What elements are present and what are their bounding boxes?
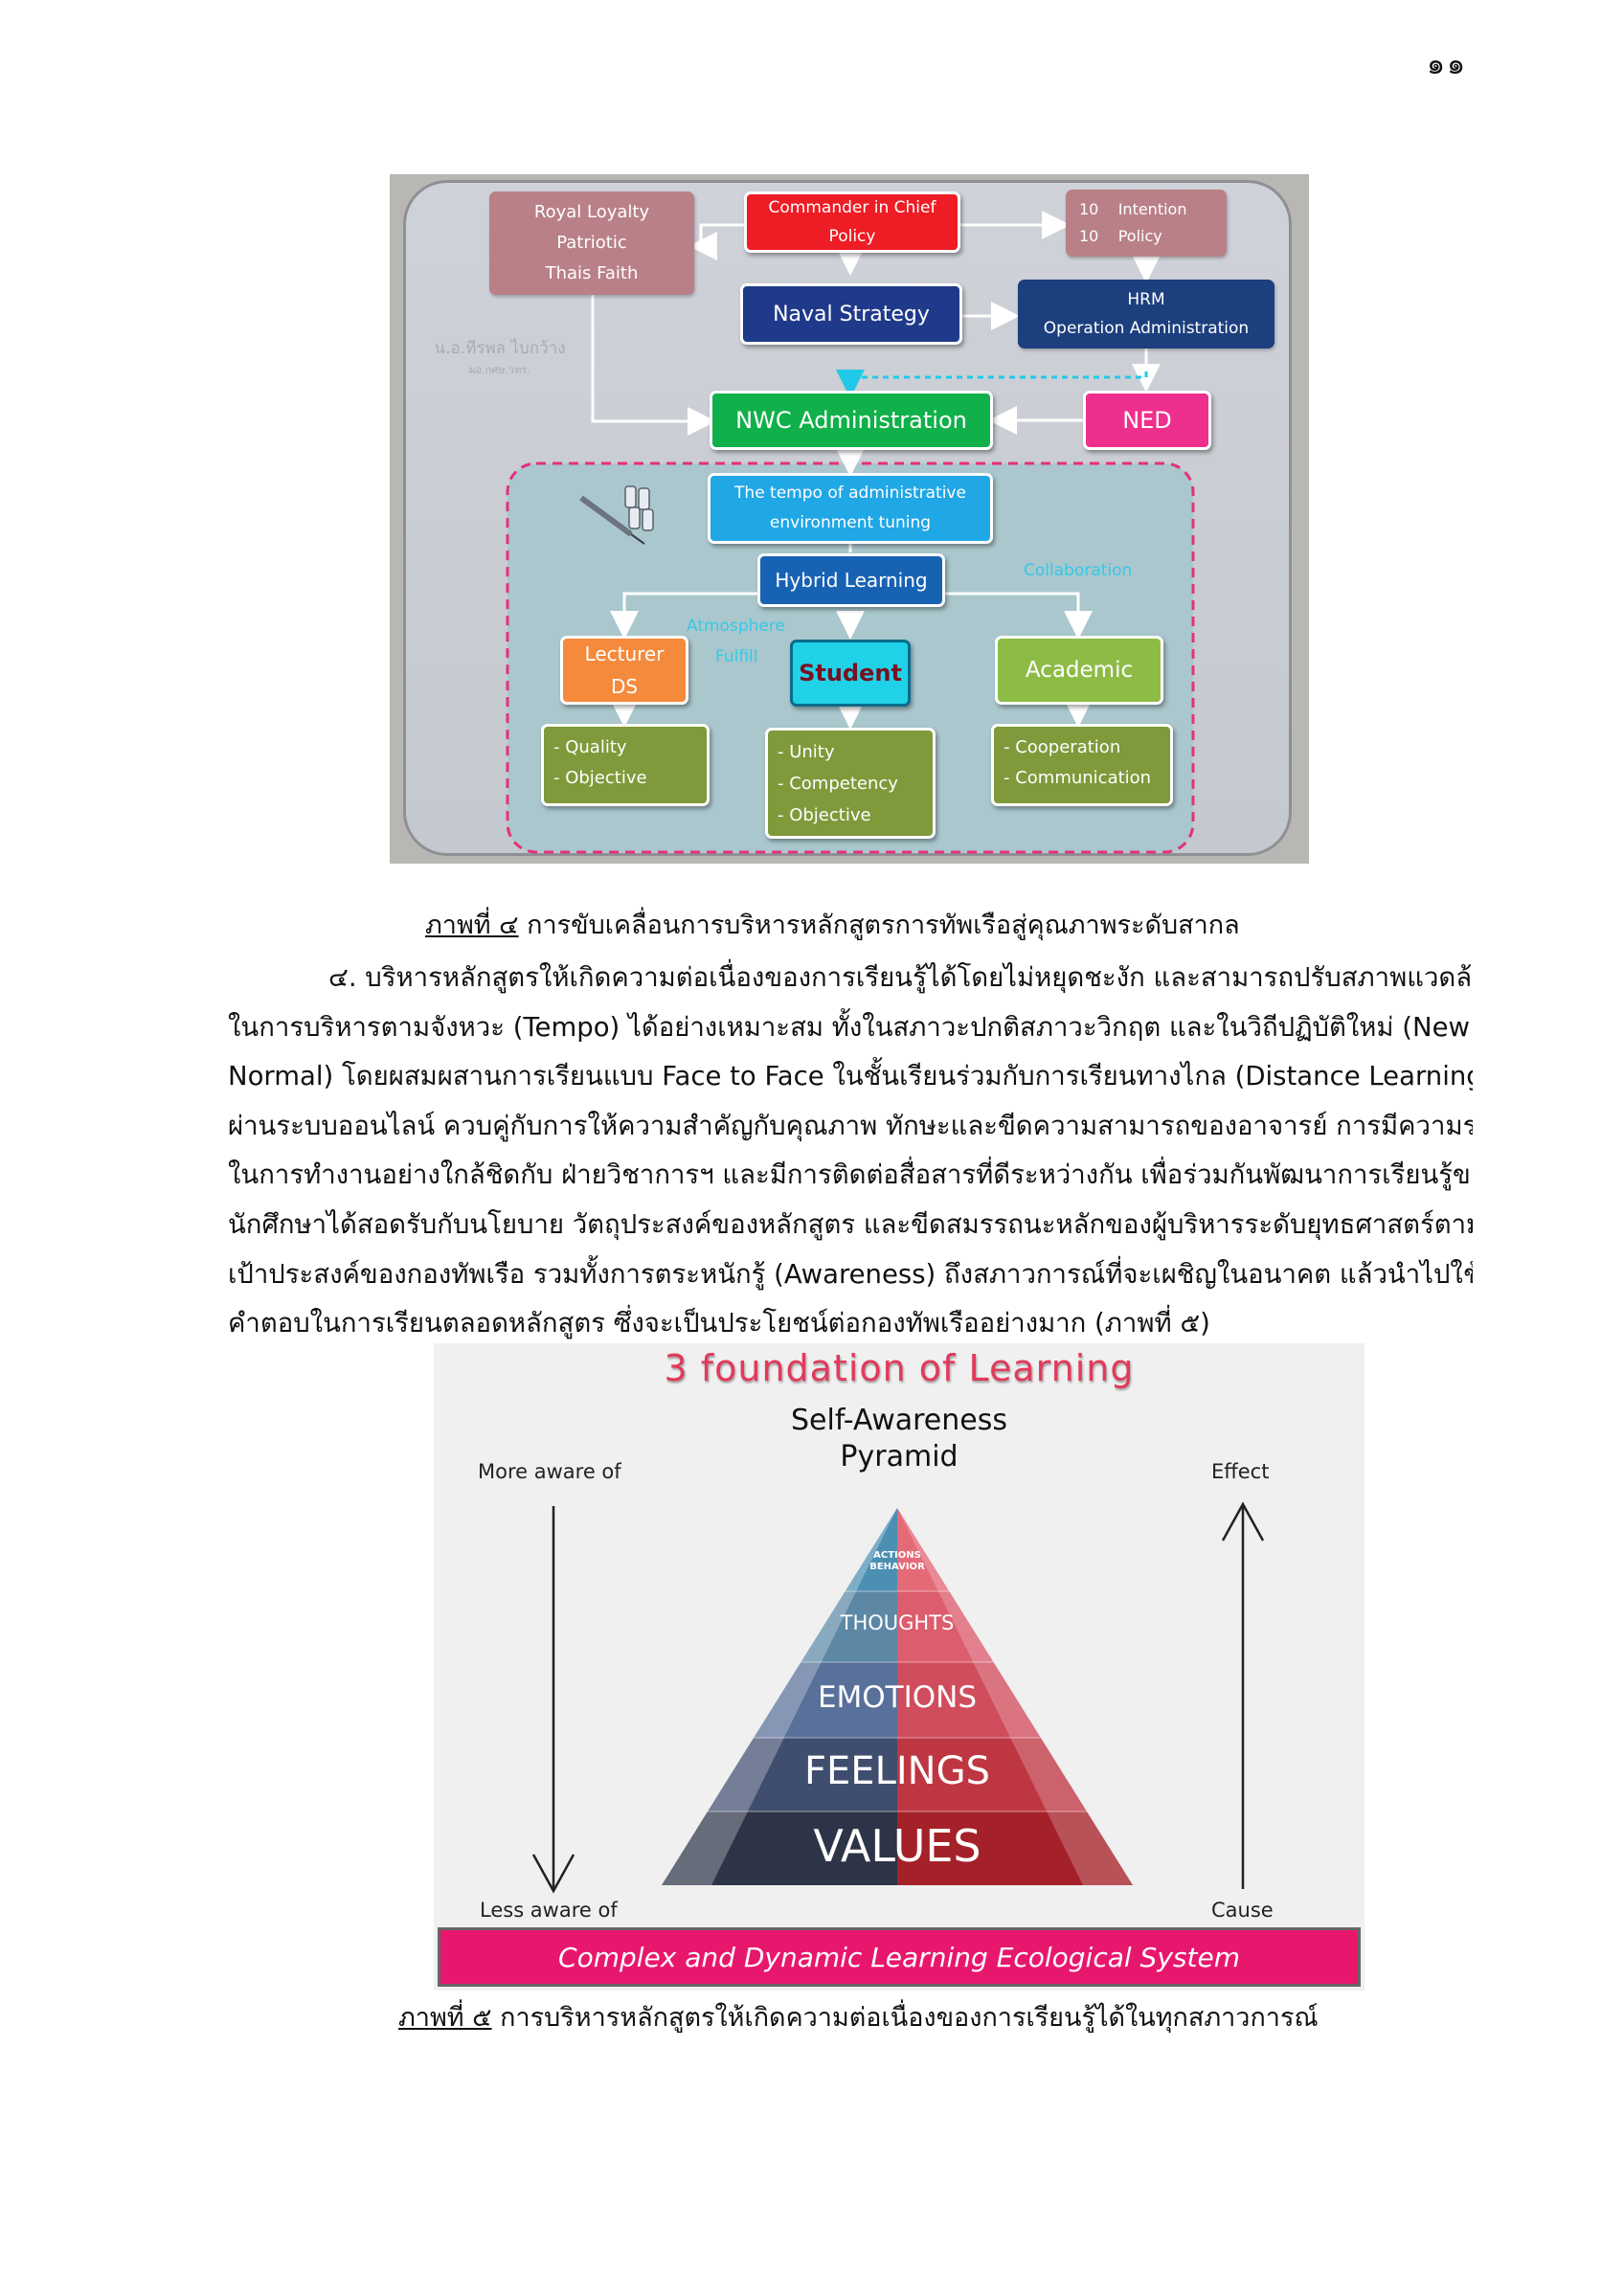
lecturer-list: - Quality - Objective [541,724,710,806]
policy-line: Policy [828,227,876,246]
royal-loyalty-box: Royal Loyalty Patriotic Thais Faith [489,191,694,295]
collaboration-label: Collaboration [1024,561,1133,580]
intention-line: 10 Intention [1079,200,1187,218]
feelings-level: FEELINGS [804,1749,990,1793]
self-awareness-label: Self-Awareness [790,1404,1007,1437]
environment-tuning-line: environment tuning [769,513,932,532]
body-paragraph: ๔. บริหารหลักสูตรให้เกิดความต่อเนื่องของ… [228,954,1473,1349]
learning-ecosystem-banner: Complex and Dynamic Learning Ecological … [438,1927,1361,1987]
figure-4-diagram: น.อ.ทีรพล ไบกว้าง ผอ.กศษ.วทร. Royal Loya… [390,174,1309,864]
paragraph-line: ๔. บริหารหลักสูตรให้เกิดความต่อเนื่องของ… [328,962,1473,993]
hrm-line: HRM [1127,290,1165,309]
quality-item: - Quality [553,737,627,757]
banner-label: Complex and Dynamic Learning Ecological … [558,1941,1240,1973]
academic-label: Academic [1025,658,1134,683]
naval-strategy-label: Naval Strategy [773,302,930,326]
ned-label: NED [1122,407,1172,434]
unity-item: - Unity [778,742,835,762]
paragraph-line: ในการทำงานอย่างใกล้ชิดกับ ฝ่ายวิชาการฯ แ… [228,1159,1473,1191]
paragraph-line: ในการบริหารตามจังหวะ (Tempo) ได้อย่างเหม… [228,1011,1470,1043]
cause-label: Cause [1211,1899,1274,1922]
figure-5-title: 3 foundation of Learning [664,1347,1135,1389]
figure-5-subtitle: Self-Awareness Pyramid [434,1403,1365,1475]
nwc-administration-box: NWC Administration [710,391,993,450]
watermark-title: ผอ.กศษ.วทร. [469,364,530,376]
actions-behavior-level: ACTIONS BEHAVIOR [855,1550,939,1573]
nwc-administration-label: NWC Administration [735,407,967,434]
figure-4-caption: ภาพที่ ๔ การขับเคลื่อนการบริหารหลักสูตรก… [425,904,1240,945]
figure-5-caption: ภาพที่ ๕ การบริหารหลักสูตรให้เกิดความต่อ… [398,1996,1319,2037]
student-objective-item: - Objective [778,805,871,825]
hrm-box: HRM Operation Administration [1018,280,1274,349]
less-aware-label: Less aware of [480,1899,618,1922]
figure-5-caption-text: การบริหารหลักสูตรให้เกิดความต่อเนื่องของ… [491,2003,1319,2033]
tempo-line: The tempo of administrative [734,484,966,503]
values-level: VALUES [813,1820,981,1872]
lecturer-box: Lecturer DS [560,636,688,705]
patriotic-line: Patriotic [556,233,627,253]
paragraph-line: Normal) โดยผสมผสานการเรียนแบบ Face to Fa… [228,1061,1473,1092]
paragraph-line: ผ่านระบบออนไลน์ ควบคู่กับการให้ความสำคัญ… [228,1110,1473,1141]
page-number: ๑๑ [1427,48,1468,81]
academic-list: - Cooperation - Communication [991,724,1173,806]
hybrid-learning-label: Hybrid Learning [775,569,928,592]
emotions-level: EMOTIONS [817,1680,978,1715]
paragraph-line: เป้าประสงค์ของกองทัพเรือ รวมทั้งการตระหน… [228,1258,1473,1290]
behavior-label: BEHAVIOR [869,1562,925,1572]
watermark-name: น.อ.ทีรพล ไบกว้าง [434,339,566,358]
student-label: Student [799,660,902,686]
paragraph-line: คำตอบในการเรียนตลอดหลักสูตร ซึ่งจะเป็นปร… [228,1308,1210,1339]
syringe-vials-icon [579,485,654,545]
lecturer-label: Lecturer [584,642,665,665]
effect-label: Effect [1211,1460,1270,1483]
ds-label: DS [610,675,639,698]
up-arrow-icon [1221,1501,1265,1889]
student-box: Student [790,640,911,707]
hybrid-learning-box: Hybrid Learning [757,553,945,607]
intention-policy-line: 10 Policy [1079,227,1162,245]
more-aware-label: More aware of [478,1460,621,1483]
fulfill-label: Fulfill [715,647,758,666]
lecturer-objective-item: - Objective [553,768,647,788]
ned-box: NED [1083,391,1211,450]
pyramid-label: Pyramid [840,1440,959,1474]
figure-5-label: ภาพที่ ๕ [398,2003,492,2033]
academic-box: Academic [995,636,1163,705]
intention-policy-box: 10 Intention 10 Policy [1066,190,1227,257]
commander-policy-box: Commander in Chief Policy [744,191,960,253]
atmosphere-label: Atmosphere [687,617,785,636]
pyramid-graphic [531,1501,1265,1894]
figure-4-caption-text: การขับเคลื่อนการบริหารหลักสูตรการทัพเรือ… [518,911,1240,940]
down-arrow-icon [531,1506,575,1894]
cooperation-item: - Cooperation [1004,737,1121,757]
royal-loyalty-line: Royal Loyalty [533,202,650,222]
operation-administration-line: Operation Administration [1043,319,1250,338]
actions-label: ACTIONS [873,1550,921,1561]
figure-4-label: ภาพที่ ๔ [425,911,519,940]
communication-item: - Communication [1004,768,1152,788]
student-list: - Unity - Competency - Objective [765,728,936,839]
commander-line: Commander in Chief [768,198,936,217]
tempo-box: The tempo of administrative environment … [708,473,993,544]
paragraph-line: นักศึกษาได้สอดรับกับนโยบาย วัตถุประสงค์ข… [228,1208,1473,1240]
figure-5-pyramid: 3 foundation of Learning Self-Awareness … [434,1343,1365,1991]
thoughts-level: THOUGHTS [840,1611,955,1634]
thais-faith-line: Thais Faith [545,263,639,283]
diagram-watermark: น.อ.ทีรพล ไบกว้าง ผอ.กศษ.วทร. [428,335,572,378]
competency-item: - Competency [778,774,898,794]
naval-strategy-box: Naval Strategy [740,283,962,345]
